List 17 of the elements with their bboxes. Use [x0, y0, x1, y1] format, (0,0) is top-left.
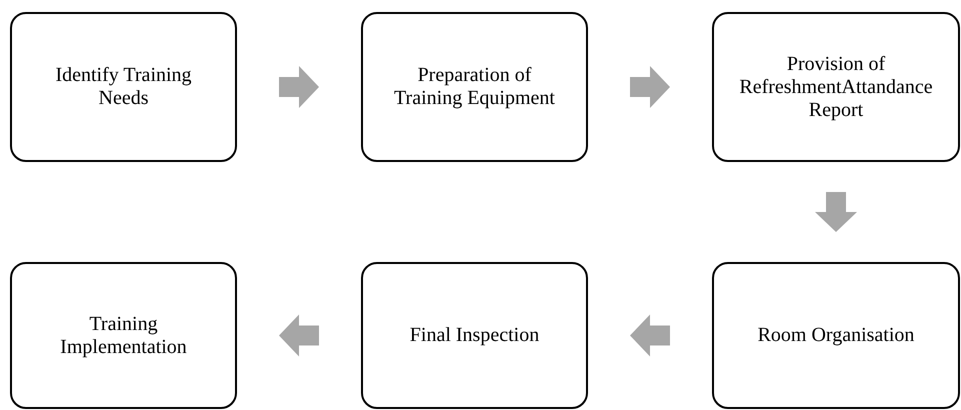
step-label: Provision of RefreshmentAttandance Report: [738, 52, 934, 122]
block-arrow: [279, 66, 319, 108]
step-label: Identify Training Needs: [54, 64, 193, 110]
block-arrow: [630, 314, 670, 356]
process-box: [361, 262, 588, 409]
block-arrow: [279, 314, 319, 356]
process-box: [10, 12, 237, 162]
block-arrow: [815, 192, 857, 232]
process-box: [712, 12, 960, 162]
step-label: Preparation of Training Equipment: [393, 64, 556, 110]
process-box: [10, 262, 237, 409]
process-box: [712, 262, 960, 409]
step-label: Room Organisation: [758, 324, 914, 347]
process-box: [361, 12, 588, 162]
step-label: Final Inspection: [410, 324, 540, 347]
step-label: Training Implementation: [59, 312, 188, 358]
block-arrow: [630, 66, 670, 108]
